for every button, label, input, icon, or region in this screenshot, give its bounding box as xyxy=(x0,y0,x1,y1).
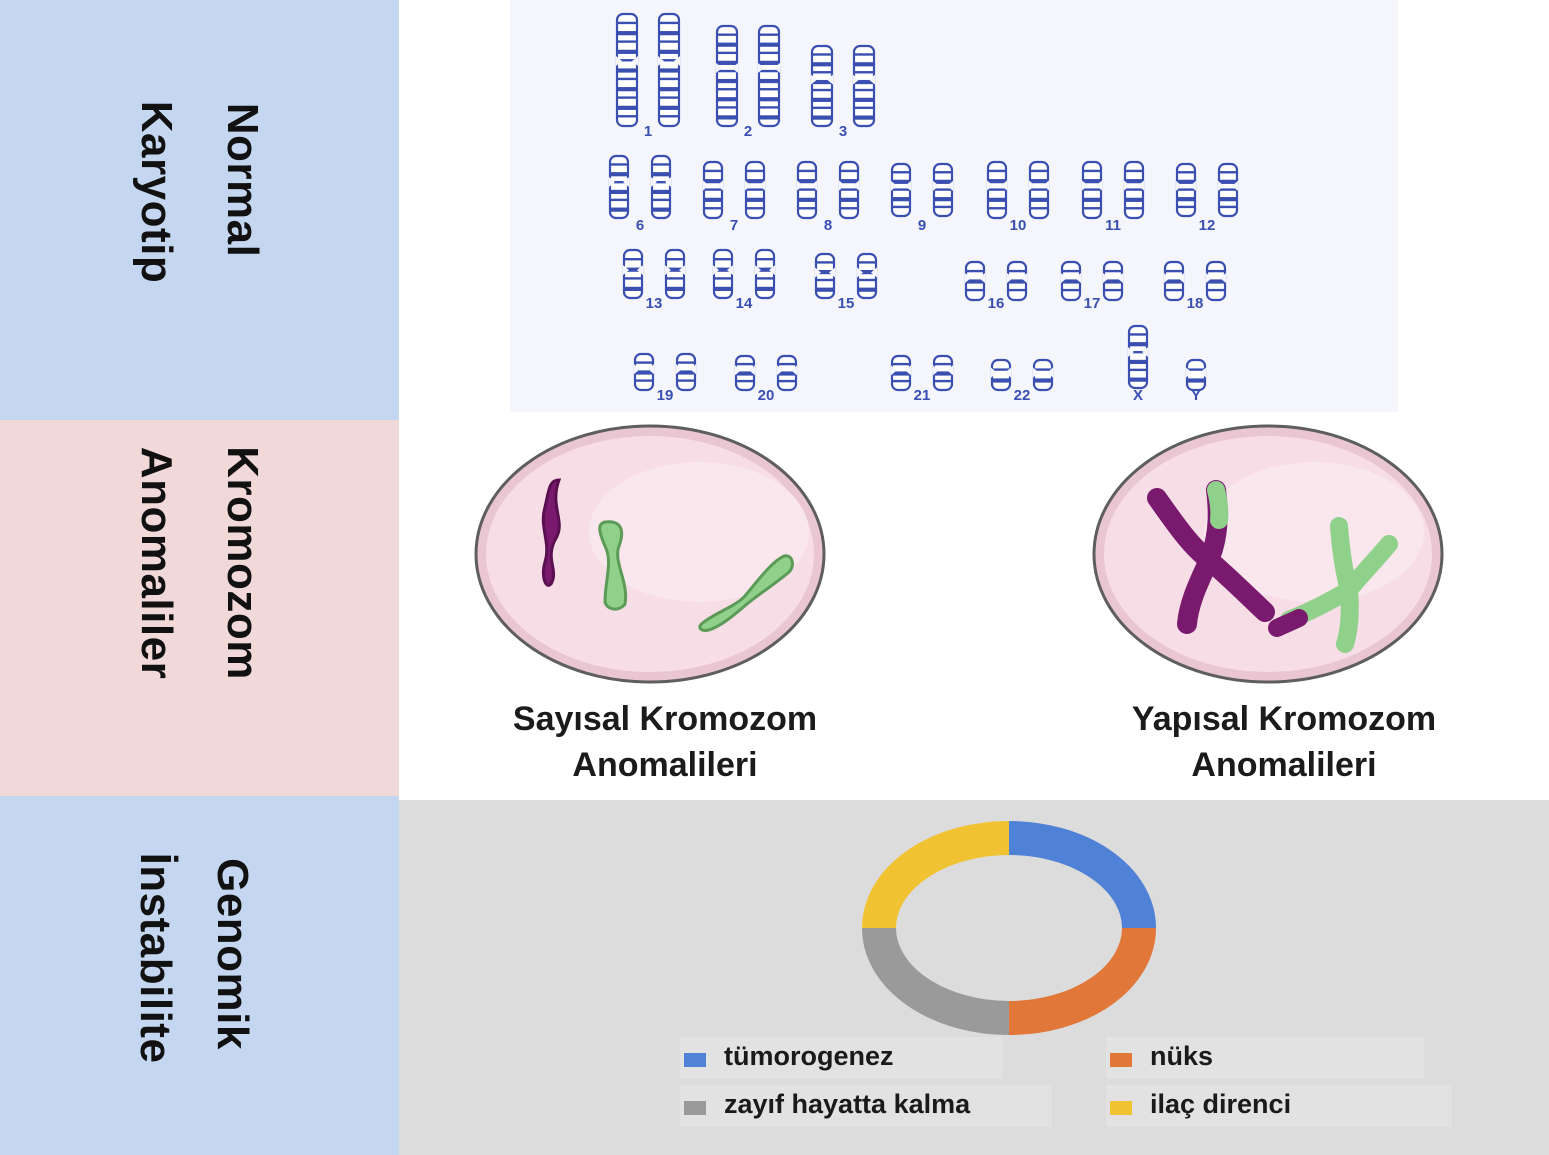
chromosome-pair-17: 17 xyxy=(1060,260,1124,312)
chromosome-pair-1: 1 xyxy=(615,12,681,140)
legend-label: ilaç direnci xyxy=(1150,1089,1292,1119)
chromosome-pair-13: 13 xyxy=(622,248,686,312)
donut-segment-1 xyxy=(1008,821,1156,929)
numerical-anomaly-cell xyxy=(474,424,826,684)
chromosome-pair-19: 19 xyxy=(633,352,697,404)
legend-label: zayıf hayatta kalma xyxy=(724,1089,971,1119)
chromosome-label-7: 7 xyxy=(730,217,738,234)
chromosome-label-2: 2 xyxy=(744,123,752,140)
anomaly-cells-image xyxy=(474,424,1444,684)
caption-line1: Yapısal Kromozom xyxy=(1131,700,1437,738)
chromosome-label-12: 12 xyxy=(1199,217,1216,234)
chromosome-label-10: 10 xyxy=(1010,217,1027,234)
chromosome-label-20: 20 xyxy=(758,387,775,404)
chromosome-pair-10: 10 xyxy=(986,160,1050,234)
structural-anomaly-caption: Yapısal Kromozom Anomalileri xyxy=(1074,696,1494,788)
chromosome-pair-14: 14 xyxy=(712,248,776,312)
chromosome-pair-3: 3 xyxy=(810,44,876,140)
chromosome-label-3: 3 xyxy=(839,123,847,140)
numerical-anomaly-caption: Sayısal Kromozom Anomalileri xyxy=(455,696,875,788)
row-label-line2: İnstabilite xyxy=(130,852,180,1063)
chromosome-label-21: 21 xyxy=(914,387,931,404)
chromosome-pair-6: 6 xyxy=(608,154,672,234)
chromosome-label-14: 14 xyxy=(736,295,753,312)
chromosome-pair-16: 16 xyxy=(964,260,1028,312)
row-label-line2: Karyotip xyxy=(131,100,181,284)
chromosome-pair-8: 8 xyxy=(796,160,860,234)
chromosome-label-17: 17 xyxy=(1084,295,1101,312)
chromosome-pair-9: 9 xyxy=(890,162,954,234)
purple-chromosome xyxy=(541,478,562,587)
donut-segment-4 xyxy=(862,821,1010,929)
row-label-line2: Anomaliler xyxy=(131,446,181,680)
legend-swatch xyxy=(684,1101,706,1115)
chromosome-pair-15: 15 xyxy=(814,252,878,312)
caption-line2: Anomalileri xyxy=(1191,746,1377,784)
row-genomic-instability: Genomik İnstabilite xyxy=(0,796,399,1155)
row-label-line1: Normal xyxy=(217,102,267,258)
row-normal-karyotype: Normal Karyotip xyxy=(0,0,399,420)
legend-item-drug-resistance: ilaç direnci xyxy=(1106,1085,1452,1127)
chromosome-label-16: 16 xyxy=(988,295,1005,312)
legend-swatch xyxy=(1110,1101,1132,1115)
legend-label: nüks xyxy=(1150,1041,1214,1071)
legend-swatch xyxy=(1110,1053,1132,1067)
chromosome-pair-2: 2 xyxy=(715,24,781,140)
karyotype-image: 12345678910111213141516171819202122XY xyxy=(608,12,1239,404)
chromosome-label-1: 1 xyxy=(644,123,652,140)
chromosome-label-15: 15 xyxy=(838,295,855,312)
legend-item-relapse: nüks xyxy=(1106,1037,1424,1079)
row-label-line1: Kromozom xyxy=(217,446,267,680)
chromosome-pair-18: 18 xyxy=(1163,260,1227,312)
legend-swatch xyxy=(684,1053,706,1067)
green-chromosome-upright xyxy=(598,520,628,611)
chromosome-label-22: 22 xyxy=(1014,387,1031,404)
chromosome-label-18: 18 xyxy=(1187,295,1204,312)
chromosome-label-9: 9 xyxy=(918,217,926,234)
chromosome-pair-12: 12 xyxy=(1175,162,1239,234)
chromosome-label-8: 8 xyxy=(824,217,832,234)
chromosome-label-11: 11 xyxy=(1105,217,1121,234)
chromosome-pair-X: X xyxy=(1127,324,1149,404)
structural-anomaly-cell xyxy=(1092,424,1444,684)
chromosome-pair-22: 22 xyxy=(990,358,1054,404)
donut-segment-3 xyxy=(862,927,1010,1035)
chromosome-label-19: 19 xyxy=(657,387,674,404)
chromosome-pair-11: 11 xyxy=(1081,160,1145,234)
chromosome-label-Y: Y xyxy=(1191,387,1201,404)
caption-line1: Sayısal Kromozom xyxy=(512,700,818,738)
green-x-chromosome xyxy=(1280,517,1398,653)
legend-item-poor-survival: zayıf hayatta kalma xyxy=(680,1085,1052,1127)
chromosome-label-X: X xyxy=(1133,387,1143,404)
row-label-line1: Genomik xyxy=(207,857,257,1050)
chromosome-pair-20: 20 xyxy=(734,354,798,404)
chromosome-pair-7: 7 xyxy=(702,160,766,234)
row-chromosome-anomalies: Kromozom Anomaliler xyxy=(0,420,399,796)
chromosome-label-13: 13 xyxy=(646,295,663,312)
legend-label: tümorogenez xyxy=(724,1041,894,1071)
donut-segment-2 xyxy=(1008,927,1156,1035)
chromosome-pair-21: 21 xyxy=(890,354,954,404)
green-chromosome-tilted xyxy=(698,554,794,632)
legend-item-tumorigenesis: tümorogenez xyxy=(680,1037,1002,1079)
chromosome-pair-Y: Y xyxy=(1185,358,1207,404)
chromosome-label-6: 6 xyxy=(636,217,644,234)
donut-chart xyxy=(862,821,1156,1035)
caption-line2: Anomalileri xyxy=(572,746,758,784)
